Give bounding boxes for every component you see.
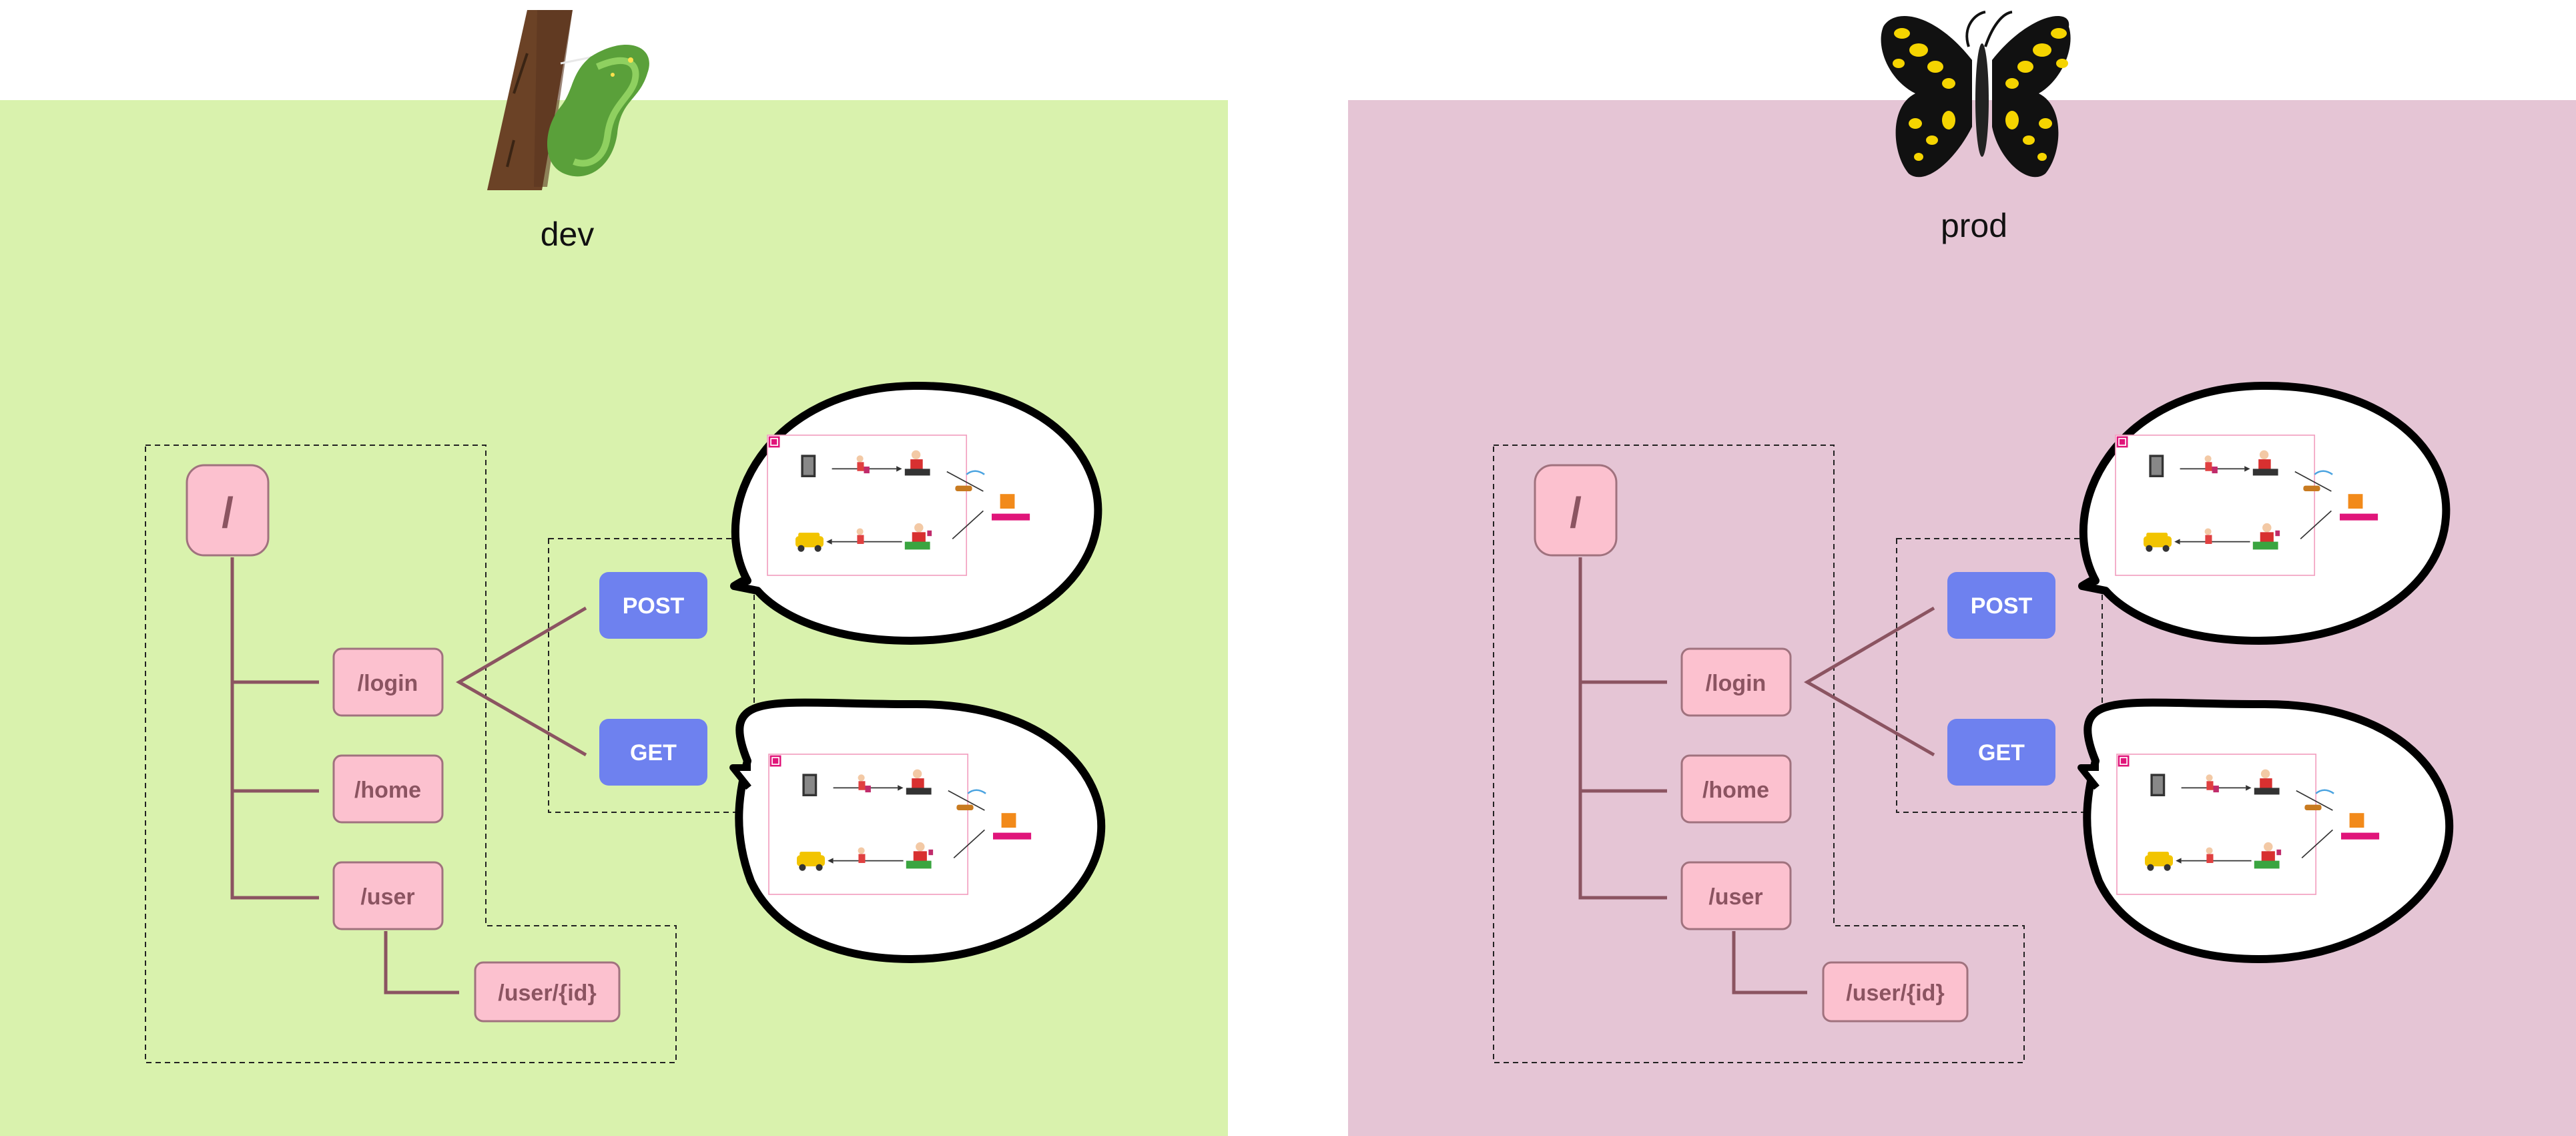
speech-bubble-post: [730, 381, 1102, 645]
method-button-post[interactable]: POST: [1947, 572, 2055, 639]
route-node-user-id[interactable]: /user/{id}: [1822, 961, 1969, 1023]
svg-text:/home: /home: [354, 778, 421, 803]
method-button-post[interactable]: POST: [599, 572, 707, 639]
speech-bubble-get: [729, 698, 1106, 963]
route-node-user[interactable]: /user: [332, 861, 444, 930]
environment-label: prod: [1941, 207, 2007, 244]
svg-text:/user: /user: [360, 884, 414, 910]
method-group-frame: [1896, 538, 2103, 813]
svg-text:GET: GET: [630, 740, 677, 766]
svg-text:GET: GET: [1978, 740, 2025, 766]
svg-text:/user/{id}: /user/{id}: [498, 980, 596, 1006]
speech-bubble-post: [2078, 381, 2451, 645]
route-node-root[interactable]: /: [1534, 464, 1618, 557]
route-node-home[interactable]: /home: [332, 754, 444, 824]
svg-text:/user/{id}: /user/{id}: [1846, 980, 1944, 1006]
route-node-user-id[interactable]: /user/{id}: [474, 961, 621, 1023]
chrysalis-icon: [487, 10, 649, 190]
route-group-frame: [145, 445, 677, 1063]
svg-text:/: /: [222, 489, 234, 537]
svg-text:/login: /login: [1706, 671, 1766, 696]
method-group-frame: [548, 538, 755, 813]
route-node-root[interactable]: /: [186, 464, 270, 557]
dev-environment: dev / /login /home /user: [0, 10, 1228, 1136]
svg-text:POST: POST: [1971, 593, 2033, 619]
route-node-user[interactable]: /user: [1680, 861, 1792, 930]
environment-label: dev: [541, 216, 595, 253]
route-tree-connectors: [230, 557, 587, 995]
route-node-login[interactable]: /login: [332, 647, 444, 717]
svg-text:POST: POST: [623, 593, 685, 619]
svg-text:/login: /login: [358, 671, 418, 696]
svg-text:/: /: [1570, 489, 1582, 537]
route-tree-connectors: [1578, 557, 1935, 995]
method-button-get[interactable]: GET: [599, 719, 707, 786]
prod-environment: prod / /login /home /user: [1348, 11, 2576, 1136]
route-node-login[interactable]: /login: [1680, 647, 1792, 717]
svg-text:/user: /user: [1708, 884, 1762, 910]
svg-text:/home: /home: [1702, 778, 1769, 803]
speech-bubble-get: [2077, 698, 2454, 963]
butterfly-icon: [1881, 11, 2071, 178]
method-button-get[interactable]: GET: [1947, 719, 2055, 786]
route-group-frame: [1493, 445, 2025, 1063]
route-node-home[interactable]: /home: [1680, 754, 1792, 824]
